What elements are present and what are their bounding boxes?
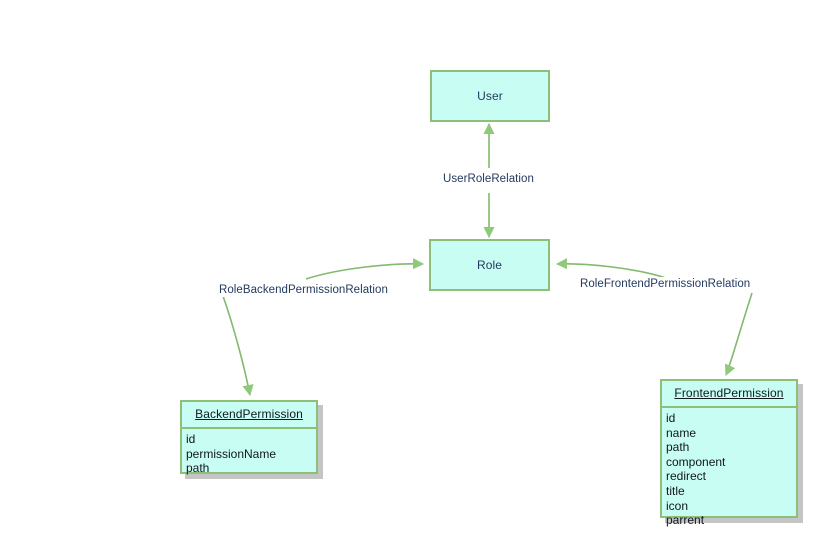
edge-label-user-role: UserRoleRelation [440, 172, 537, 186]
entity-frontend-permission[interactable]: FrontendPermission id name path componen… [660, 379, 798, 527]
attribute-row: path [666, 440, 690, 455]
attribute-row: id [186, 432, 196, 446]
entity-user[interactable]: User [430, 70, 550, 122]
frontend-permission-title-bar: FrontendPermission [662, 381, 796, 408]
entity-backend-permission[interactable]: BackendPermission id permissionName path [180, 400, 318, 475]
frontend-permission-attributes: id name path component redirect title ic… [662, 408, 796, 532]
entity-user-label: User [477, 89, 503, 103]
attribute-row: icon [666, 498, 689, 513]
attribute-row: id [666, 411, 676, 425]
attribute-row: permissionName [186, 446, 277, 461]
entity-role-label: Role [476, 258, 503, 272]
edge-label-role-backend-permission: RoleBackendPermissionRelation [216, 283, 391, 297]
backend-permission-title-bar: BackendPermission [182, 402, 316, 429]
attribute-row: name [666, 425, 697, 440]
attribute-row: parrent [666, 513, 705, 528]
attribute-row: component [666, 454, 726, 469]
backend-permission-title: BackendPermission [195, 407, 303, 421]
attribute-row: title [666, 483, 685, 498]
entity-role[interactable]: Role [429, 239, 550, 291]
backend-permission-attributes: id permissionName path [182, 429, 316, 480]
frontend-permission-title: FrontendPermission [674, 386, 784, 400]
attribute-row: path [186, 461, 210, 476]
attribute-row: redirect [666, 469, 707, 484]
edge-label-role-frontend-permission: RoleFrontendPermissionRelation [577, 277, 754, 291]
